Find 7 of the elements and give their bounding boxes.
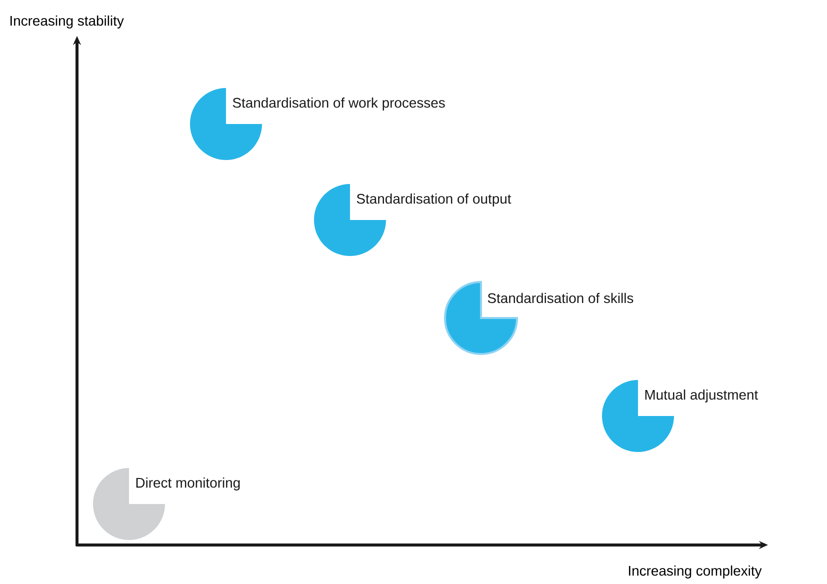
axis-label: Increasing stability [10, 15, 124, 28]
marker-label: Mutual adjustment [645, 389, 758, 402]
axis-label: Increasing complexity [628, 565, 762, 578]
marker-label: Standardisation of skills [488, 292, 634, 304]
marker-label: Standardisation of output [356, 193, 512, 206]
marker-label: Standardisation of work processes [232, 97, 445, 110]
marker-label: Direct monitoring [136, 477, 240, 490]
